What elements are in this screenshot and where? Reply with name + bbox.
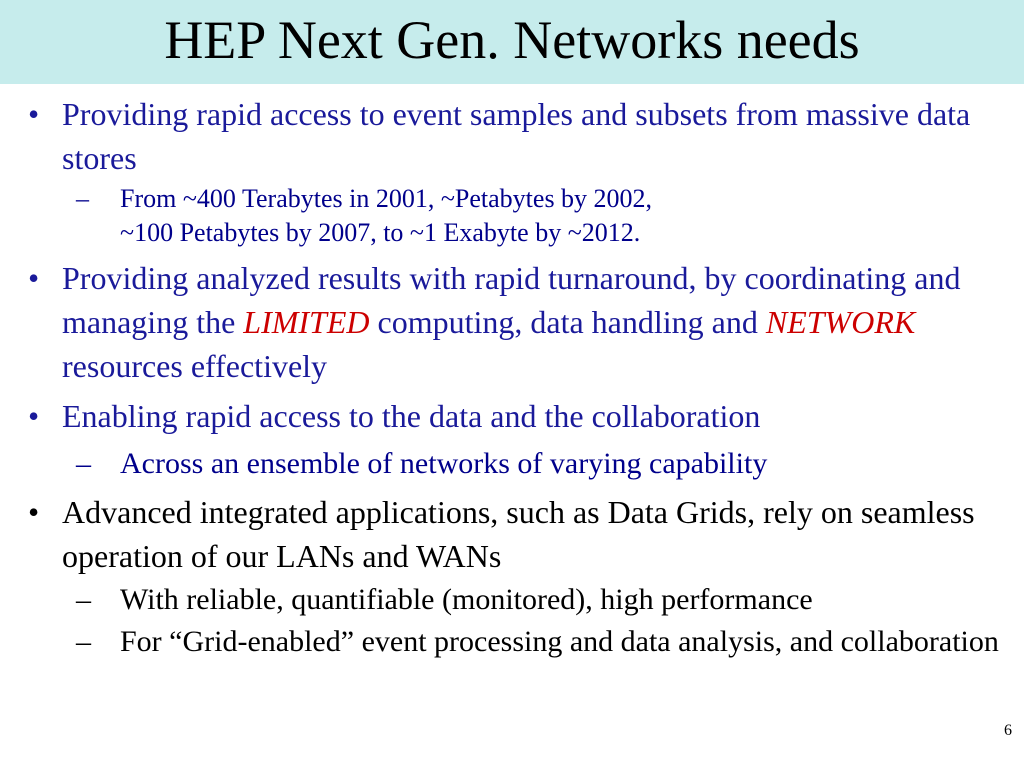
sub-bullet-item: – Across an ensemble of networks of vary…: [0, 444, 1024, 484]
slide-title: HEP Next Gen. Networks needs: [164, 10, 860, 70]
bullet-text: Enabling rapid access to the data and th…: [62, 398, 761, 434]
bullet-text: computing, data handling and: [377, 304, 758, 340]
dash-marker: –: [76, 184, 89, 213]
bullet-marker: •: [28, 494, 40, 530]
sub-bullet-text: For “Grid-enabled” event processing and …: [120, 625, 999, 658]
sub-bullet-item: – For “Grid-enabled” event processing an…: [0, 622, 1024, 662]
bullet-marker: •: [28, 398, 40, 434]
emphasis-limited: LIMITED: [243, 304, 370, 340]
bullet-text: resources effectively: [62, 348, 328, 384]
bullet-marker: •: [28, 96, 40, 132]
bullet-item: • Advanced integrated applications, such…: [0, 490, 1024, 578]
sub-bullet-line: From ~400 Terabytes in 2001, ~Petabytes …: [120, 184, 653, 213]
bullet-item: • Providing rapid access to event sample…: [0, 92, 1024, 180]
sub-bullet-text: With reliable, quantifiable (monitored),…: [120, 583, 813, 616]
sub-bullet-item: – From ~400 Terabytes in 2001, ~Petabyte…: [0, 182, 1024, 250]
sub-bullet-line: ~100 Petabytes by 2007, to ~1 Exabyte by…: [120, 218, 641, 247]
bullet-marker: •: [28, 260, 40, 296]
bullet-text: Providing analyzed results with rapid tu…: [62, 260, 961, 340]
bullet-text: Advanced integrated applications, such a…: [62, 494, 975, 574]
sub-bullet-item: – With reliable, quantifiable (monitored…: [0, 580, 1024, 620]
bullet-item: • Providing analyzed results with rapid …: [0, 256, 1024, 388]
page-number: 6: [1004, 722, 1012, 739]
bullet-text: Providing rapid access to event samples …: [62, 96, 971, 176]
dash-marker: –: [76, 625, 91, 658]
title-bar: [0, 0, 1024, 84]
dash-marker: –: [76, 583, 91, 616]
bullet-item: • Enabling rapid access to the data and …: [0, 394, 1024, 438]
dash-marker: –: [76, 447, 91, 480]
slide-body: • Providing rapid access to event sample…: [0, 92, 1024, 662]
emphasis-network: NETWORK: [765, 304, 916, 340]
sub-bullet-text: Across an ensemble of networks of varyin…: [120, 447, 768, 480]
